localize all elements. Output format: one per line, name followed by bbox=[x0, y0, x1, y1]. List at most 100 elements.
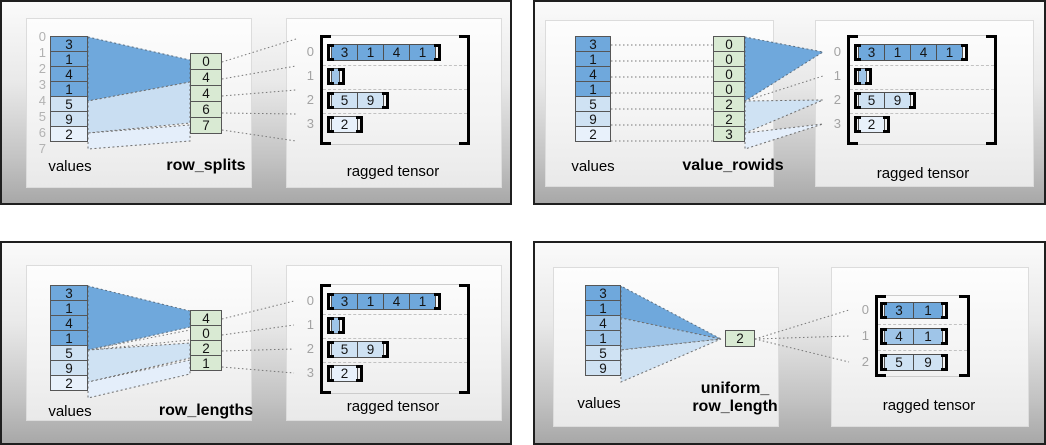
tensor-row: 2 bbox=[327, 116, 363, 133]
tensor-cell: 2 bbox=[858, 116, 885, 133]
tensor-row: 5 9 bbox=[880, 354, 948, 371]
left-bracket-icon bbox=[854, 92, 861, 109]
row-splits-cell: 0 bbox=[190, 53, 222, 70]
tensor-cell: 9 bbox=[913, 354, 943, 371]
left-bracket-icon bbox=[327, 365, 334, 382]
value-index: 3 bbox=[38, 77, 46, 92]
value-rowids-column: 0 0 0 0 2 2 3 bbox=[713, 36, 745, 142]
row-label: 1 bbox=[833, 68, 841, 83]
tensor-row: 3 1 4 1 bbox=[327, 44, 441, 61]
values-label: values bbox=[48, 158, 92, 175]
value-cell: 3 bbox=[50, 36, 88, 52]
value-cell: 1 bbox=[585, 300, 621, 316]
value-cell: 4 bbox=[50, 315, 88, 331]
right-bracket-icon bbox=[382, 92, 389, 109]
row-length-cell: 1 bbox=[190, 355, 222, 371]
value-cell: 1 bbox=[585, 330, 621, 346]
value-cell: 2 bbox=[50, 126, 88, 142]
row-label: 2 bbox=[861, 354, 869, 369]
right-bracket-icon bbox=[356, 365, 363, 382]
values-column: 3 1 4 1 5 9 2 bbox=[575, 36, 611, 142]
tensor-cell: 1 bbox=[357, 293, 384, 310]
row-length-cell: 2 bbox=[190, 340, 222, 356]
right-bracket-icon bbox=[986, 35, 997, 145]
row-separator bbox=[323, 314, 467, 315]
tensor-cell: 4 bbox=[383, 293, 410, 310]
tensor-cell: 3 bbox=[884, 302, 914, 319]
tensor-label: ragged tensor bbox=[882, 397, 976, 414]
rowid-cell: 2 bbox=[713, 96, 745, 112]
row-separator bbox=[323, 362, 467, 363]
row-label: 1 bbox=[306, 68, 314, 83]
tensor-cell: 9 bbox=[357, 341, 384, 358]
tensor-row: 3 1 4 1 bbox=[854, 44, 968, 61]
value-index: 5 bbox=[38, 109, 46, 124]
tensor-cell: 2 bbox=[331, 365, 358, 382]
rowid-cell: 0 bbox=[713, 66, 745, 82]
right-bracket-icon bbox=[459, 35, 470, 145]
right-bracket-icon bbox=[941, 302, 948, 319]
right-bracket-icon bbox=[865, 68, 872, 85]
right-bracket-icon bbox=[941, 354, 948, 371]
tensor-cell: 3 bbox=[331, 293, 358, 310]
left-bracket-icon bbox=[880, 354, 887, 371]
left-bracket-icon bbox=[327, 116, 334, 133]
left-bracket-icon bbox=[327, 68, 334, 85]
tensor-cell: 9 bbox=[884, 92, 911, 109]
right-bracket-icon bbox=[434, 44, 441, 61]
row-separator bbox=[850, 65, 994, 66]
row-label: 3 bbox=[306, 365, 314, 380]
tensor-row: 3 1 4 1 bbox=[327, 293, 441, 310]
tensor-label: ragged tensor bbox=[876, 165, 970, 182]
tensor-cell-empty bbox=[331, 317, 340, 334]
value-index: 0 bbox=[38, 29, 46, 44]
right-bracket-icon bbox=[883, 116, 890, 133]
values-column: 3 1 4 1 5 9 2 bbox=[50, 285, 88, 391]
rowid-cell: 0 bbox=[713, 81, 745, 97]
panel-value-rowids: 3 1 4 1 5 9 2 0 0 0 0 2 2 3 0 1 2 bbox=[533, 0, 1046, 205]
ragged-tensor: 0 1 2 3 3 1 4 1 5 9 bbox=[307, 35, 470, 145]
tensor-cell: 5 bbox=[858, 92, 885, 109]
uniform-row-length-cell-wrap: 2 bbox=[725, 330, 755, 347]
left-bracket-icon bbox=[327, 341, 334, 358]
tensor-row: 5 9 bbox=[327, 92, 389, 109]
value-cell: 4 bbox=[50, 66, 88, 82]
method-label-line1: uniform_ bbox=[700, 380, 770, 397]
right-bracket-icon bbox=[909, 92, 916, 109]
left-bracket-icon bbox=[327, 293, 334, 310]
right-bracket-icon bbox=[338, 317, 345, 334]
row-label: 2 bbox=[306, 341, 314, 356]
right-bracket-icon bbox=[356, 116, 363, 133]
uniform-row-length-cell: 2 bbox=[725, 330, 755, 347]
value-cell: 5 bbox=[50, 345, 88, 361]
row-separator bbox=[323, 113, 467, 114]
value-cell: 3 bbox=[50, 285, 88, 301]
row-splits-cell: 7 bbox=[190, 117, 222, 134]
row-label: 2 bbox=[306, 92, 314, 107]
values-label: values bbox=[48, 403, 92, 420]
panel-row-lengths: 3 1 4 1 5 9 2 4 0 2 1 0 1 2 3 bbox=[0, 241, 512, 445]
value-cell: 4 bbox=[575, 66, 611, 82]
value-cell: 5 bbox=[585, 345, 621, 361]
left-bracket-icon bbox=[320, 284, 331, 394]
row-label: 0 bbox=[833, 44, 841, 59]
method-label-line2: row_length bbox=[692, 398, 778, 415]
values-column: 3 1 4 1 5 9 bbox=[585, 285, 621, 376]
left-bracket-icon bbox=[327, 317, 334, 334]
row-label: 0 bbox=[306, 293, 314, 308]
row-length-cell: 4 bbox=[190, 310, 222, 326]
method-label: row_lengths bbox=[158, 402, 254, 419]
left-bracket-icon bbox=[320, 35, 331, 145]
tensor-cell: 1 bbox=[936, 44, 963, 61]
method-label: value_rowids bbox=[682, 157, 784, 174]
right-bracket-icon bbox=[382, 341, 389, 358]
tensor-row-empty bbox=[327, 317, 345, 334]
row-label: 3 bbox=[306, 116, 314, 131]
left-bracket-icon bbox=[327, 44, 334, 61]
panel-row-splits: 0 1 2 3 4 5 6 7 3 1 4 1 5 9 2 0 4 4 6 7 bbox=[0, 0, 512, 205]
row-label: 3 bbox=[833, 116, 841, 131]
tensor-cell: 1 bbox=[884, 44, 911, 61]
rowid-cell: 3 bbox=[713, 126, 745, 142]
values-column: 3 1 4 1 5 9 2 bbox=[50, 36, 88, 142]
tensor-cell: 4 bbox=[383, 44, 410, 61]
